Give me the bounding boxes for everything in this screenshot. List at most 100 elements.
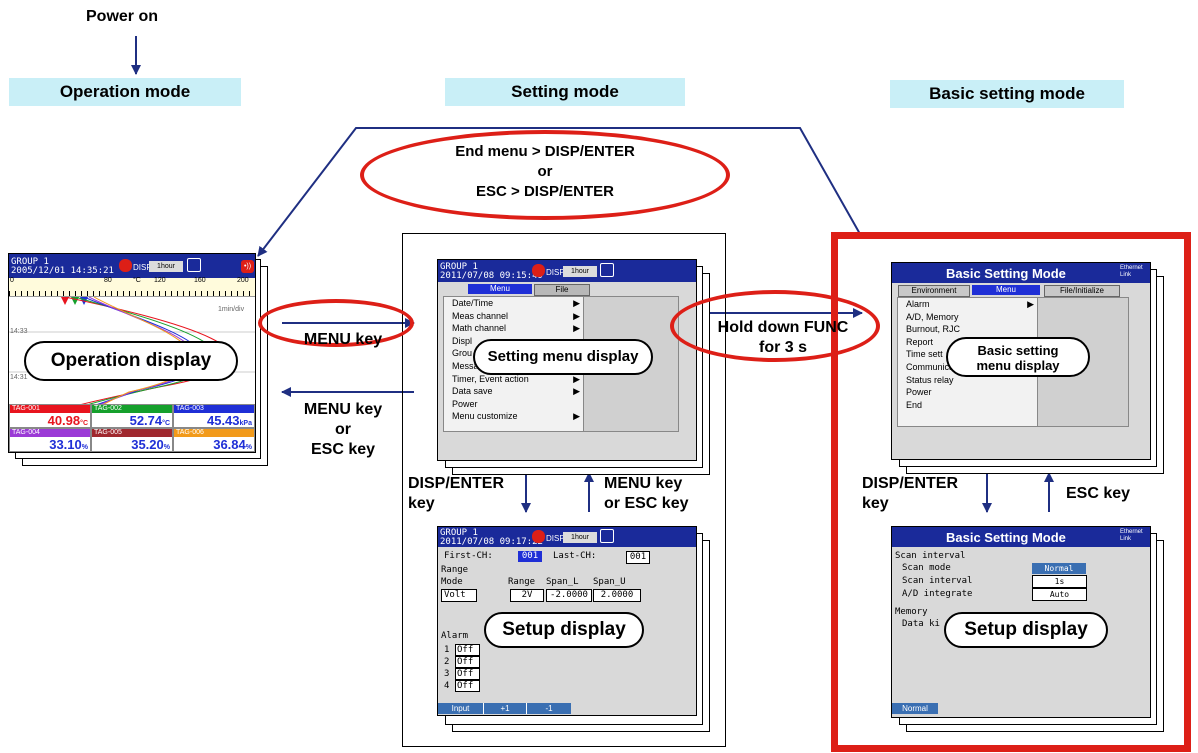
alarm-field[interactable]: Off: [455, 656, 480, 668]
menu-item[interactable]: Message: [452, 360, 489, 371]
tab-file-initialize[interactable]: File/Initialize: [1044, 285, 1120, 297]
first-ch-field[interactable]: 001: [518, 551, 542, 562]
last-ch-label: Last-CH:: [553, 551, 597, 561]
scale-tick: 200: [237, 277, 249, 284]
basic-setting-menu-screen: Basic Setting Mode Ethernet Link Environ…: [891, 262, 1151, 460]
menu-item[interactable]: End: [906, 399, 923, 410]
setting-status-bar: GROUP 1 2011/07/08 09:15:49 DISP 1hour: [438, 260, 696, 282]
operation-status-bar: GROUP 1 2005/12/01 14:35:21 DISP 1hour •…: [9, 254, 255, 278]
menu-item[interactable]: Report: [906, 336, 934, 347]
alarm-field[interactable]: Off: [455, 644, 480, 656]
soft-key-normal[interactable]: Normal: [892, 703, 938, 714]
alarm-icon: •)): [241, 260, 254, 273]
tag-cell: TAG-005 35.20%: [91, 428, 173, 452]
menu-item[interactable]: Communicat: [906, 361, 957, 372]
menu-item[interactable]: A/D, Memory: [906, 311, 959, 322]
tag-name: TAG-003: [174, 405, 254, 413]
setup1-rate: 1hour: [563, 532, 597, 543]
soft-key-input[interactable]: Input: [438, 703, 484, 714]
menu-item[interactable]: Status relay: [906, 374, 954, 385]
op-group: GROUP 1: [11, 257, 49, 267]
op-datetime: 2005/12/01 14:35:21: [11, 266, 114, 276]
label-line: DISP/ENTER: [862, 475, 959, 492]
ethernet-line2: Link: [1120, 272, 1132, 278]
menu-item[interactable]: Menu customize▶: [452, 411, 580, 422]
setup1-group: GROUP 1: [440, 528, 478, 538]
menu-key-label: MENU key: [303, 331, 383, 348]
tab-menu[interactable]: Menu: [468, 284, 532, 294]
menu-item[interactable]: Timer, Event action▶: [452, 373, 580, 384]
tab-file[interactable]: File: [534, 284, 590, 296]
data-kind-label: Data ki: [902, 619, 940, 629]
hold-func-highlight-ellipse: [670, 290, 880, 362]
scan-mode-field[interactable]: Normal: [1032, 563, 1086, 574]
soft-key-plus1[interactable]: +1: [484, 703, 527, 714]
span-l-field[interactable]: -2.0000: [546, 589, 592, 602]
tab-menu[interactable]: Menu: [972, 285, 1040, 295]
tag-value: 35.20%: [131, 437, 170, 452]
last-ch-field[interactable]: 001: [626, 551, 650, 564]
ethernet-line1: Ethernet: [1120, 265, 1143, 271]
callout-line: menu display: [976, 358, 1060, 373]
set-disp: DISP: [546, 268, 565, 277]
operation-display-callout: Operation display: [24, 341, 238, 381]
tag-name: TAG-001: [10, 405, 90, 413]
range-field[interactable]: 2V: [510, 589, 544, 602]
setting-tabs: Menu File: [438, 282, 696, 296]
tag-panel: TAG-001 40.98°C TAG-002 52.74°C TAG-003 …: [9, 404, 255, 452]
menu-item[interactable]: Burnout, RJC: [906, 324, 961, 335]
tag-name: TAG-005: [92, 429, 172, 437]
span-u-label: Span_U: [593, 577, 626, 587]
tag-cell: TAG-002 52.74°C: [91, 404, 173, 428]
tag-cell: TAG-003 45.43kPa: [173, 404, 255, 428]
tag-cell: TAG-006 36.84%: [173, 428, 255, 452]
ethernet-line1: Ethernet: [1120, 529, 1143, 535]
mode-field[interactable]: Volt: [441, 589, 477, 602]
camera-icon: [600, 263, 614, 277]
end-menu-label: End menu > DISP/ENTER or ESC > DISP/ENTE…: [380, 142, 710, 202]
label-line: or: [335, 421, 351, 438]
setup2-title-bar: Basic Setting Mode Ethernet Link: [892, 527, 1150, 547]
menu-item[interactable]: Power: [906, 387, 932, 398]
setup-screen-1: GROUP 1 2011/07/08 09:17:22 DISP 1hour F…: [437, 526, 697, 716]
op-ruler: [9, 286, 255, 297]
setup-display-callout-1: Setup display: [484, 612, 644, 648]
menu-item[interactable]: Alarm▶: [906, 299, 1034, 309]
menu-item[interactable]: Grou: [452, 348, 473, 359]
span-u-field[interactable]: 2.0000: [593, 589, 641, 602]
menu-key-highlight-ellipse: [258, 299, 414, 347]
menu-item[interactable]: Data save▶: [452, 386, 580, 397]
ad-integrate-field[interactable]: Auto: [1032, 588, 1087, 601]
label-line: for 3 s: [758, 339, 807, 356]
operation-mode-header: Operation mode: [9, 78, 241, 106]
scale-tick: 120: [154, 277, 166, 284]
tab-environment[interactable]: Environment: [898, 285, 970, 297]
alarm-field[interactable]: Off: [455, 668, 480, 680]
basic-setting-mode-header: Basic setting mode: [890, 80, 1124, 108]
op-scale: 0 80 °C 120 160 200: [9, 277, 255, 286]
menu-item[interactable]: Meas channel▶: [452, 310, 580, 321]
label-line: MENU key: [303, 401, 383, 418]
menu-item[interactable]: Time sett: [906, 349, 943, 360]
alarm-num: 4: [444, 681, 450, 691]
end-menu-line: or: [537, 163, 553, 180]
menu-or-esc-label: MENU key or ESC key: [288, 400, 398, 460]
scan-interval-heading: Scan interval: [895, 551, 966, 561]
hold-func-label: Hold down FUNC for 3 s: [698, 318, 868, 358]
tag-name: TAG-004: [10, 429, 90, 437]
soft-key-minus1[interactable]: -1: [527, 703, 571, 714]
alarm-field[interactable]: Off: [455, 680, 480, 692]
basic-title-bar: Basic Setting Mode Ethernet Link: [892, 263, 1150, 283]
alarm-num: 2: [444, 657, 450, 667]
scale-tick: 80: [104, 277, 112, 284]
menu-item[interactable]: Power: [452, 398, 478, 409]
menu-item[interactable]: Date/Time▶: [452, 298, 580, 308]
range-heading: Range: [441, 565, 469, 575]
menu-item[interactable]: Math channel▶: [452, 323, 580, 334]
alarm-num: 3: [444, 669, 450, 679]
tag-value: 45.43kPa: [206, 413, 252, 428]
scan-interval-field[interactable]: 1s: [1032, 575, 1087, 588]
label-line: MENU key: [604, 475, 683, 492]
menu-item[interactable]: Displ: [452, 335, 473, 346]
set-group: GROUP 1: [440, 262, 478, 272]
